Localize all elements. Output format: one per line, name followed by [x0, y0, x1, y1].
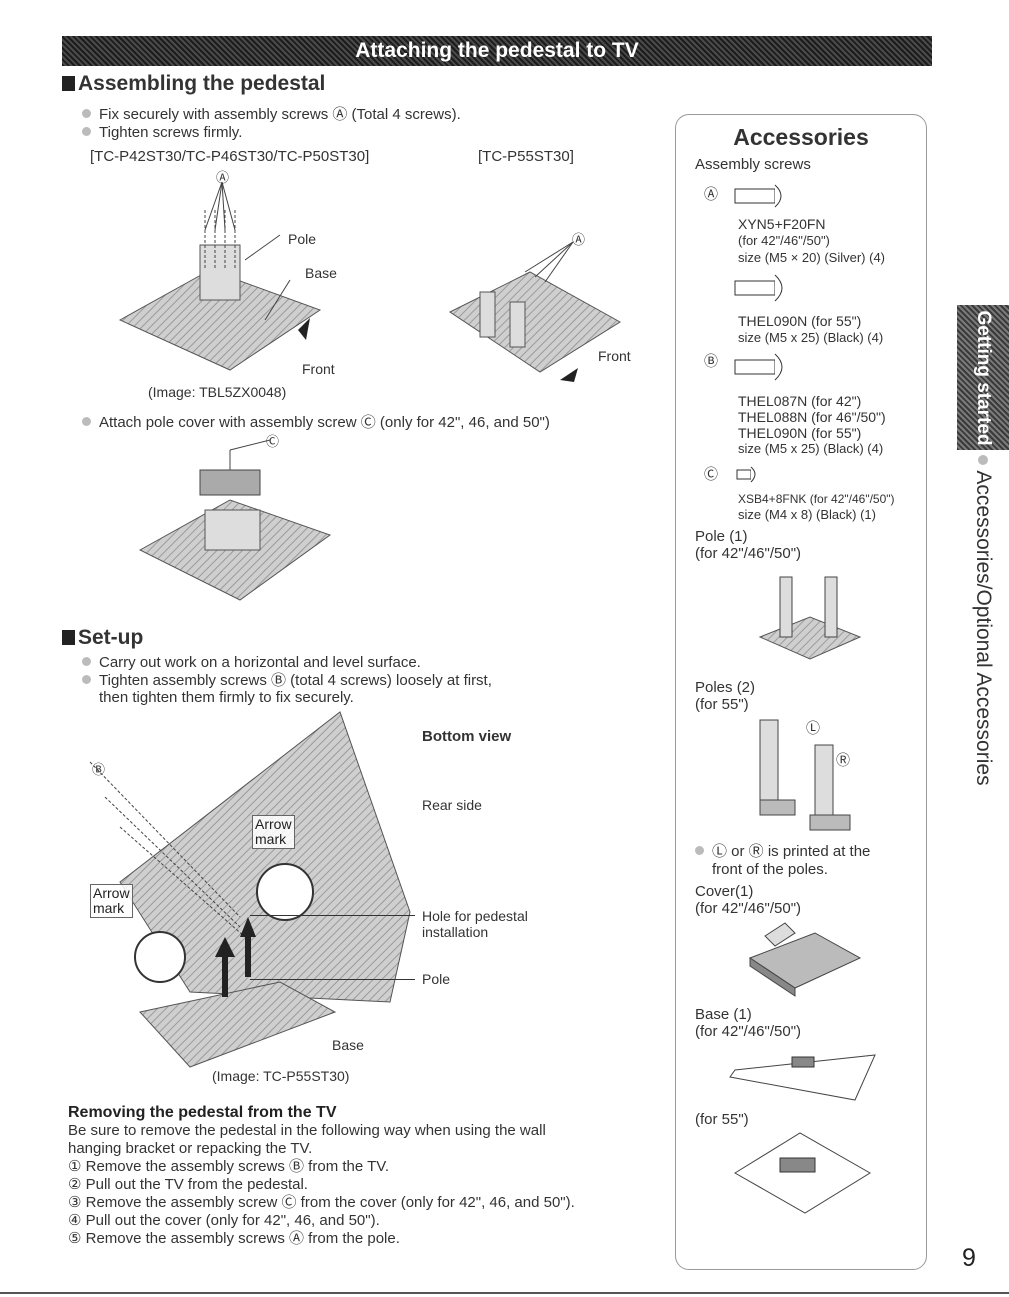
image-caption-1: (Image: TBL5ZX0048): [148, 384, 287, 400]
pole-cover-diagram: [138, 439, 332, 601]
removing-step-1: ① Remove the assembly screws Ⓑ from the …: [68, 1158, 390, 1175]
bullet-icon: [82, 657, 91, 666]
label-front: Front: [302, 361, 335, 377]
label-c-screw: Ⓒ: [266, 434, 280, 449]
heading-square-icon: [62, 76, 75, 91]
cover-label: Cover(1): [695, 883, 754, 900]
page-number: 9: [962, 1244, 976, 1272]
removing-intro-2: hanging bracket or repacking the TV.: [68, 1140, 313, 1157]
poles-55-icon: [759, 719, 851, 831]
cover-for: (for 42"/46"/50"): [695, 900, 802, 917]
bullet-icon: [695, 846, 704, 855]
poles-2-for: (for 55"): [695, 696, 749, 713]
b-size: size (M5 x 25) (Black) (4): [738, 441, 884, 456]
setup-bullet-2b: then tighten them firmly to fix securely…: [99, 689, 354, 706]
label-front-2: Front: [598, 348, 631, 364]
a2-code: THEL090N (for 55"): [738, 313, 862, 329]
removing-intro-1: Be sure to remove the pedestal in the fo…: [68, 1122, 546, 1139]
pedestal-55-diagram: [449, 241, 621, 382]
removing-step-3: ③ Remove the assembly screw Ⓒ from the c…: [68, 1194, 575, 1211]
rear-side-label: Rear side: [422, 797, 482, 813]
bullet-icon: [82, 127, 91, 136]
lr-note-1: Ⓛ or Ⓡ is printed at the: [695, 843, 870, 861]
pole-1-label: Pole (1): [695, 528, 748, 545]
bullet-icon: [82, 109, 91, 118]
page-banner: Attaching the pedestal to TV: [62, 36, 932, 66]
side-bullet-icon: [978, 455, 988, 465]
label-b-screw: Ⓑ: [92, 762, 106, 777]
a1-code: XYN5+F20FN: [738, 216, 826, 232]
side-tab-label: Getting started: [973, 310, 994, 446]
base55-for: (for 55"): [695, 1111, 749, 1128]
bullet-icon: [82, 675, 91, 684]
image-caption-2: (Image: TC-P55ST30): [212, 1068, 350, 1084]
heading-square-icon: [62, 630, 75, 645]
assembling-bullet-3: Attach pole cover with assembly screw Ⓒ …: [82, 414, 550, 432]
bullet-icon: [82, 417, 91, 426]
b1: THEL087N (for 42"): [738, 393, 862, 409]
base-part-icon: [729, 1054, 876, 1101]
accessories-panel: [675, 114, 927, 1270]
a1-size: size (M5 × 20) (Silver) (4): [738, 250, 885, 265]
acc-label-a: Ⓐ: [704, 186, 718, 202]
removing-step-5: ⑤ Remove the assembly screws Ⓐ from the …: [68, 1230, 400, 1247]
bottom-rule: [0, 1292, 1009, 1294]
base-for: (for 42"/46"/50"): [695, 1023, 802, 1040]
screw-c-icon: [736, 466, 756, 483]
side-section-text: Accessories/Optional Accessories: [972, 470, 995, 786]
pole-part-icon: [758, 576, 862, 660]
pedestal-assembly-diagram: [118, 181, 322, 371]
c-code: XSB4+8FNK (for 42"/46"/50"): [738, 492, 895, 506]
setup-bullet-2: Tighten assembly screws Ⓑ (total 4 screw…: [82, 672, 492, 690]
pole-1-for: (for 42"/46"/50"): [695, 545, 802, 562]
model-right: [TC-P55ST30]: [478, 148, 574, 165]
label-a-screw-2: Ⓐ: [572, 232, 586, 247]
screw-b-icon: [734, 353, 783, 381]
assembling-heading: Assembling the pedestal: [62, 72, 325, 96]
base-label: Base: [332, 1037, 364, 1053]
a2-size: size (M5 x 25) (Black) (4): [738, 330, 884, 345]
b3: THEL090N (for 55"): [738, 425, 862, 441]
label-base: Base: [305, 265, 337, 281]
setup-bullet-1: Carry out work on a horizontal and level…: [82, 654, 421, 672]
model-left: [TC-P42ST30/TC-P46ST30/TC-P50ST30]: [90, 148, 370, 165]
screw-a-icon: [734, 184, 782, 208]
assembly-screws-label: Assembly screws: [695, 156, 811, 173]
tv-bottom-view-diagram: [89, 711, 411, 1068]
removing-step-4: ④ Pull out the cover (only for 42", 46, …: [68, 1212, 380, 1229]
removing-heading: Removing the pedestal from the TV: [68, 1104, 337, 1121]
poles-2-label: Poles (2): [695, 679, 756, 696]
bottom-view-label: Bottom view: [422, 728, 512, 745]
assembling-bullet-2: Tighten screws firmly.: [82, 124, 242, 142]
setup-heading: Set-up: [62, 626, 143, 650]
pole-leader-line: [250, 979, 415, 980]
label-a-screw: Ⓐ: [216, 170, 230, 185]
a1-for: (for 42"/46"/50"): [738, 233, 830, 248]
acc-label-r: Ⓡ: [836, 752, 850, 768]
label-pole: Pole: [288, 231, 317, 247]
assembling-bullet-1: Fix securely with assembly screws Ⓐ (Tot…: [82, 106, 461, 124]
acc-label-l: Ⓛ: [806, 720, 820, 736]
b2: THEL088N (for 46"/50"): [738, 409, 886, 425]
hole-leader-line: [250, 915, 415, 916]
base-55-part-icon: [734, 1132, 871, 1214]
base-label-acc: Base (1): [695, 1006, 752, 1023]
accessories-title: Accessories: [733, 124, 869, 150]
side-tab: [957, 305, 1009, 450]
removing-step-2: ② Pull out the TV from the pedestal.: [68, 1176, 308, 1193]
acc-label-c: Ⓒ: [704, 466, 718, 482]
cover-part-icon: [748, 922, 862, 997]
lr-note-2: front of the poles.: [712, 861, 828, 878]
c-size: size (M4 x 8) (Black) (1): [738, 507, 876, 522]
pole-label: Pole: [422, 971, 451, 987]
acc-label-b: Ⓑ: [704, 353, 718, 369]
screw-a2-icon: [734, 274, 783, 302]
